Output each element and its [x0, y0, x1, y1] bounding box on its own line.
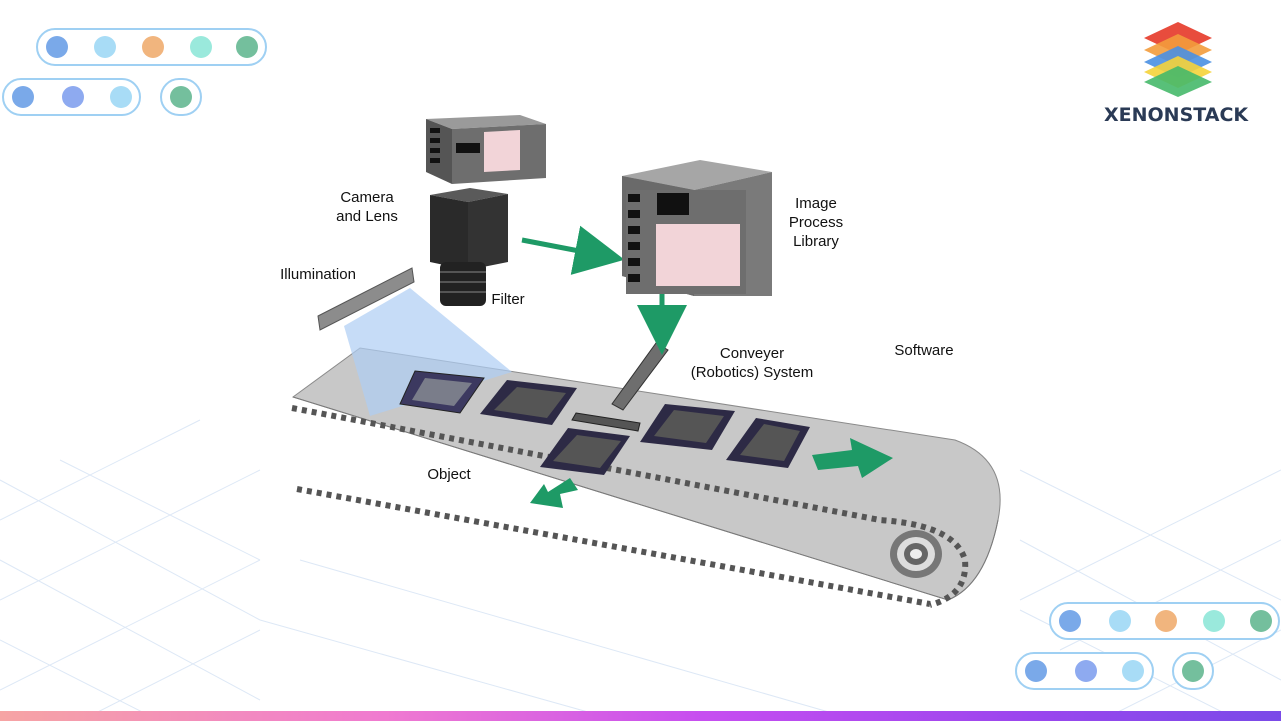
decor-pill-bottom-3 [1172, 652, 1214, 690]
decor-pill-top-1 [36, 28, 267, 66]
bottom-gradient-bar [0, 711, 1281, 721]
decor-dot [1059, 610, 1081, 632]
decor-dot [1203, 610, 1225, 632]
decor-dot [62, 86, 84, 108]
brand-name: XENONSTACK [1104, 104, 1249, 126]
label-image-process-line2: Process [788, 214, 844, 231]
label-image-process-line3: Library [793, 233, 839, 250]
decor-dot [46, 36, 68, 58]
decor-pill-bottom-2 [1015, 652, 1154, 690]
label-image-process-line1: Image [795, 195, 837, 212]
xenonstack-logo-icon [1144, 22, 1212, 97]
label-camera: Camera and Lens [325, 188, 409, 226]
decor-dot [1025, 660, 1047, 682]
label-illumination: Illumination [280, 266, 356, 283]
label-camera-line1: Camera [340, 189, 394, 206]
decor-dot [236, 36, 258, 58]
decor-pill-bottom-1 [1049, 602, 1280, 640]
label-image-process-library: Image Process Library [776, 194, 856, 251]
decor-dot [1075, 660, 1097, 682]
belt-roller-icon [890, 530, 942, 578]
decor-dot [1182, 660, 1204, 682]
label-filter: Filter [491, 291, 525, 308]
label-camera-line2: and Lens [336, 208, 398, 225]
controller-box [426, 115, 546, 184]
flow-arrows [521, 225, 893, 508]
decor-dot [142, 36, 164, 58]
decor-dot [94, 36, 116, 58]
label-conveyer-line2: (Robotics) System [690, 364, 814, 381]
decor-dot [110, 86, 132, 108]
belt-direction-arrow-icon [812, 438, 893, 478]
decor-dot [12, 86, 34, 108]
conveyor-belt [291, 347, 1001, 608]
decor-dot [1122, 660, 1144, 682]
label-software: Software [894, 342, 954, 359]
camera-icon [430, 188, 508, 306]
decor-pill-top-2 [2, 78, 141, 116]
robotic-arm [571, 342, 669, 432]
decor-dot [1109, 610, 1131, 632]
label-conveyer-line1: Conveyer [719, 345, 785, 362]
reject-arrow-icon [530, 478, 578, 508]
decor-dot [190, 36, 212, 58]
label-conveyer: Conveyer (Robotics) System [674, 344, 830, 382]
image-process-computer [622, 160, 772, 296]
objects [399, 370, 810, 475]
decor-dot [1155, 610, 1177, 632]
decor-dot [170, 86, 192, 108]
decor-dot [1250, 610, 1272, 632]
label-object: Object [427, 466, 471, 483]
decor-pill-top-3 [160, 78, 202, 116]
